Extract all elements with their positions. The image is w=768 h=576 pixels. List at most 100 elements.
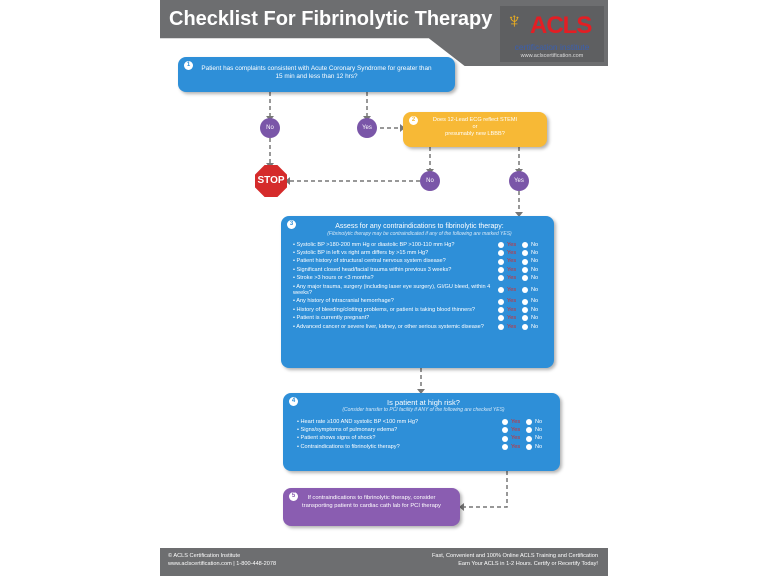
yes-circle: Yes (509, 171, 529, 191)
step-number: 1 (184, 61, 193, 70)
yes-label: Yes (507, 315, 517, 322)
step2-line3: presumably new LBBB? (445, 131, 505, 137)
no-circle: No (260, 118, 280, 138)
step-number: 3 (287, 220, 296, 229)
no-radio[interactable] (522, 315, 528, 322)
no-label: No (531, 286, 539, 293)
yes-circle: Yes (357, 118, 377, 138)
checklist-item: • History of bleeding/clotting problems,… (293, 307, 546, 313)
no-label: No (535, 435, 543, 442)
yes-radio[interactable] (498, 315, 504, 322)
checklist-item-text: • Patient shows signs of shock? (297, 435, 376, 442)
footer-contact: www.aclscertification.com | 1-800-448-20… (168, 561, 277, 567)
yes-label: Yes (511, 426, 521, 433)
no-radio[interactable] (522, 286, 528, 293)
yes-radio[interactable] (498, 306, 504, 313)
checklist-item: • Systolic BP in left vs right arm diffe… (293, 249, 546, 257)
yes-radio[interactable] (498, 275, 504, 282)
yes-label: Yes (511, 435, 521, 442)
no-label: No (535, 426, 543, 433)
checklist-item-text: • Signs/symptoms of pulmonary edema? (297, 426, 398, 433)
no-radio[interactable] (522, 323, 528, 330)
yes-label: Yes (507, 306, 517, 313)
checklist-item: • Patient is currently pregnant? Yes No (293, 315, 546, 322)
logo-text: ACLS (530, 12, 592, 39)
footer-cta: Earn Your ACLS in 1-2 Hours. Certify or … (458, 561, 598, 567)
checklist-item: • Significant closed head/facial trauma … (293, 267, 546, 273)
no-radio[interactable] (522, 266, 528, 273)
no-radio[interactable] (522, 250, 528, 257)
footer-copyright: © ACLS Certification Institute (168, 553, 241, 559)
step5-text: If contraindications to fibrinolytic the… (302, 495, 441, 509)
yes-label: Yes (507, 258, 517, 265)
yes-radio[interactable] (502, 427, 508, 434)
logo-subtitle: certification institute (514, 42, 590, 52)
no-label: No (531, 249, 539, 256)
yes-radio[interactable] (498, 323, 504, 330)
no-radio[interactable] (526, 418, 532, 425)
no-radio[interactable] (526, 427, 532, 434)
checklist-item-text: • Any major trauma, surgery (including l… (293, 283, 491, 296)
no-radio[interactable] (522, 298, 528, 305)
yes-radio[interactable] (498, 241, 504, 248)
yes-radio[interactable] (502, 418, 508, 425)
no-label: No (531, 241, 539, 248)
no-radio[interactable] (522, 241, 528, 248)
no-label: No (535, 443, 543, 450)
torch-icon: ♆ (506, 8, 523, 33)
checklist-item-text: • Significant closed head/facial trauma … (293, 266, 452, 273)
step1-box: 1 Patient has complaints consistent with… (178, 57, 455, 92)
yes-label: Yes (507, 249, 517, 256)
step-number: 2 (409, 116, 418, 125)
step2-line1: Does 12-Lead ECG reflect STEMI (432, 117, 518, 123)
yes-radio[interactable] (498, 258, 504, 265)
checklist-item: • Advanced cancer or severe liver, kidne… (293, 324, 546, 330)
no-radio[interactable] (522, 275, 528, 282)
no-label: No (535, 418, 543, 425)
step4-box: 4 Is patient at high risk? (Consider tra… (283, 393, 560, 471)
checklist-item-text: • Advanced cancer or severe liver, kidne… (293, 323, 484, 330)
yes-label: Yes (511, 443, 521, 450)
step3-subtitle: (Fibrinolytic therapy may be contraindic… (327, 230, 512, 237)
yes-label: Yes (507, 241, 517, 248)
no-radio[interactable] (522, 306, 528, 313)
no-radio[interactable] (526, 443, 532, 450)
yes-radio[interactable] (498, 298, 504, 305)
no-radio[interactable] (522, 258, 528, 265)
page-title: Checklist For Fibrinolytic Therapy (169, 8, 493, 30)
no-label: No (531, 306, 539, 313)
step-number: 4 (289, 397, 298, 406)
checklist-item: • Patient shows signs of shock? Yes No (297, 435, 550, 442)
yes-radio[interactable] (498, 286, 504, 293)
yes-radio[interactable] (502, 443, 508, 450)
fibrinolytic-checklist-poster: Checklist For Fibrinolytic Therapy ♆ ACL… (160, 0, 608, 576)
step4-title: Is patient at high risk? (387, 398, 460, 407)
step5-box: 5 If contraindications to fibrinolytic t… (283, 488, 460, 526)
yes-label: Yes (507, 323, 517, 330)
yes-radio[interactable] (498, 266, 504, 273)
step2-box: 2 Does 12-Lead ECG reflect STEMI or pres… (403, 112, 547, 147)
step1-question: Patient has complaints consistent with A… (201, 65, 432, 80)
no-label: No (531, 298, 539, 305)
checklist-item-text: • Patient history of structural central … (293, 258, 446, 265)
no-label: No (531, 275, 539, 282)
checklist-item: • Patient history of structural central … (293, 258, 546, 265)
no-radio[interactable] (526, 435, 532, 442)
checklist-item-text: • Heart rate ≥100 AND systolic BP <100 m… (297, 418, 419, 425)
no-label: No (531, 315, 539, 322)
no-circle: No (420, 171, 440, 191)
checklist-item-text: • History of bleeding/clotting problems,… (293, 306, 475, 313)
checklist-item: • Heart rate ≥100 AND systolic BP <100 m… (297, 419, 550, 425)
yes-label: Yes (507, 275, 517, 282)
no-label: No (531, 266, 539, 273)
yes-radio[interactable] (502, 435, 508, 442)
yes-radio[interactable] (498, 250, 504, 257)
checklist-item-text: • Patient is currently pregnant? (293, 315, 370, 322)
checklist-item-text: • Contraindications to fibrinolytic ther… (297, 443, 400, 450)
stop-sign-icon: STOP (255, 165, 287, 197)
arrow-4-5 (464, 471, 508, 508)
yes-label: Yes (507, 286, 517, 293)
step4-subtitle: (Consider transfer to PCI facility if AN… (342, 406, 505, 413)
checklist-item-text: • Systolic BP >180-200 mm Hg or diastoli… (293, 241, 455, 248)
step2-line2: or (472, 124, 478, 130)
